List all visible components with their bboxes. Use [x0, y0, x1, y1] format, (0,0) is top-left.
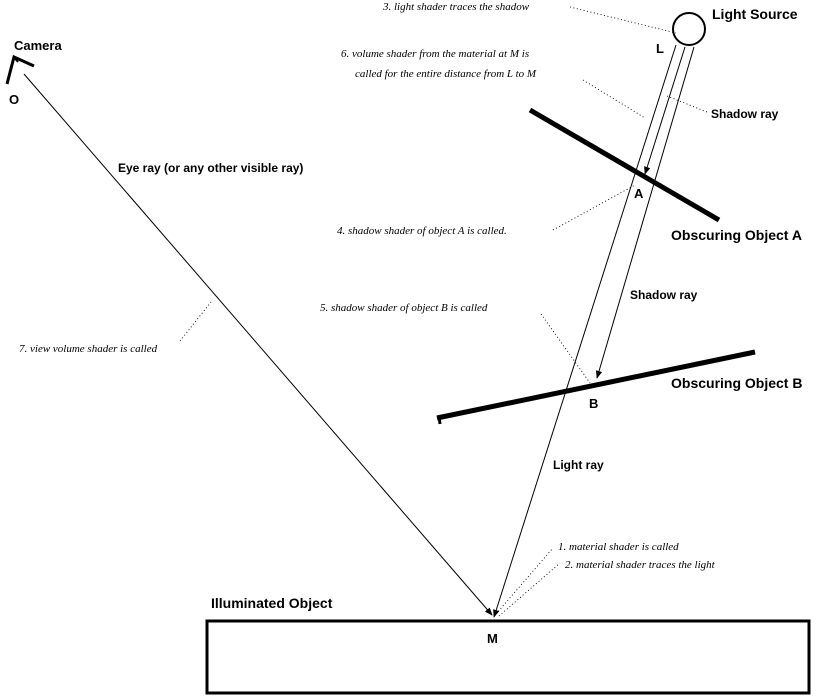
- light-source-circle: [672, 12, 706, 46]
- label-obscuring-a: Obscuring Object A: [671, 227, 802, 243]
- shadow-ray-to-b: [595, 46, 695, 379]
- leader-n7: [179, 301, 212, 342]
- note-3: 3. light shader traces the shadow: [382, 1, 530, 13]
- note-6-line2: called for the entire distance from L to…: [355, 68, 537, 80]
- leader-n1: [495, 547, 554, 615]
- note-6-line1: 6. volume shader from the material at M …: [341, 48, 529, 60]
- label-obscuring-b: Obscuring Object B: [671, 375, 802, 391]
- note-1: 1. material shader is called: [558, 541, 679, 553]
- shadow-ray-to-a: [644, 46, 686, 175]
- note-5: 5. shadow shader of object B is called: [320, 302, 488, 314]
- label-shadow-ray-mid: Shadow ray: [630, 288, 698, 302]
- leader-n2: [498, 562, 561, 617]
- leader-n5: [540, 313, 591, 384]
- illuminated-object-box: [205, 619, 811, 695]
- note-2: 2. material shader traces the light: [565, 559, 716, 571]
- obscuring-object-b: [436, 349, 756, 421]
- label-shadow-ray-top: Shadow ray: [711, 107, 779, 121]
- label-camera: Camera: [14, 38, 62, 53]
- leader-n6: [582, 79, 646, 119]
- camera-icon: [5, 54, 35, 85]
- label-point-b: B: [589, 396, 598, 411]
- label-point-a: A: [634, 186, 644, 201]
- note-7: 7. view volume shader is called: [19, 343, 158, 355]
- label-camera-point: O: [9, 92, 19, 107]
- eye-ray: [23, 73, 493, 616]
- obscuring-object-a: [528, 107, 721, 223]
- label-point-m: M: [487, 631, 498, 646]
- light-ray: [493, 44, 677, 618]
- label-light-source: Light Source: [712, 6, 798, 22]
- label-illuminated-object: Illuminated Object: [211, 595, 333, 611]
- leader-n3: [569, 6, 677, 34]
- label-light-ray: Light ray: [553, 458, 604, 472]
- leader-n4: [552, 184, 636, 231]
- note-4: 4. shadow shader of object A is called.: [337, 225, 507, 237]
- label-eye-ray: Eye ray (or any other visible ray): [118, 161, 303, 175]
- label-light-point: L: [656, 41, 664, 56]
- leader-shadow-ray-top: [666, 95, 708, 113]
